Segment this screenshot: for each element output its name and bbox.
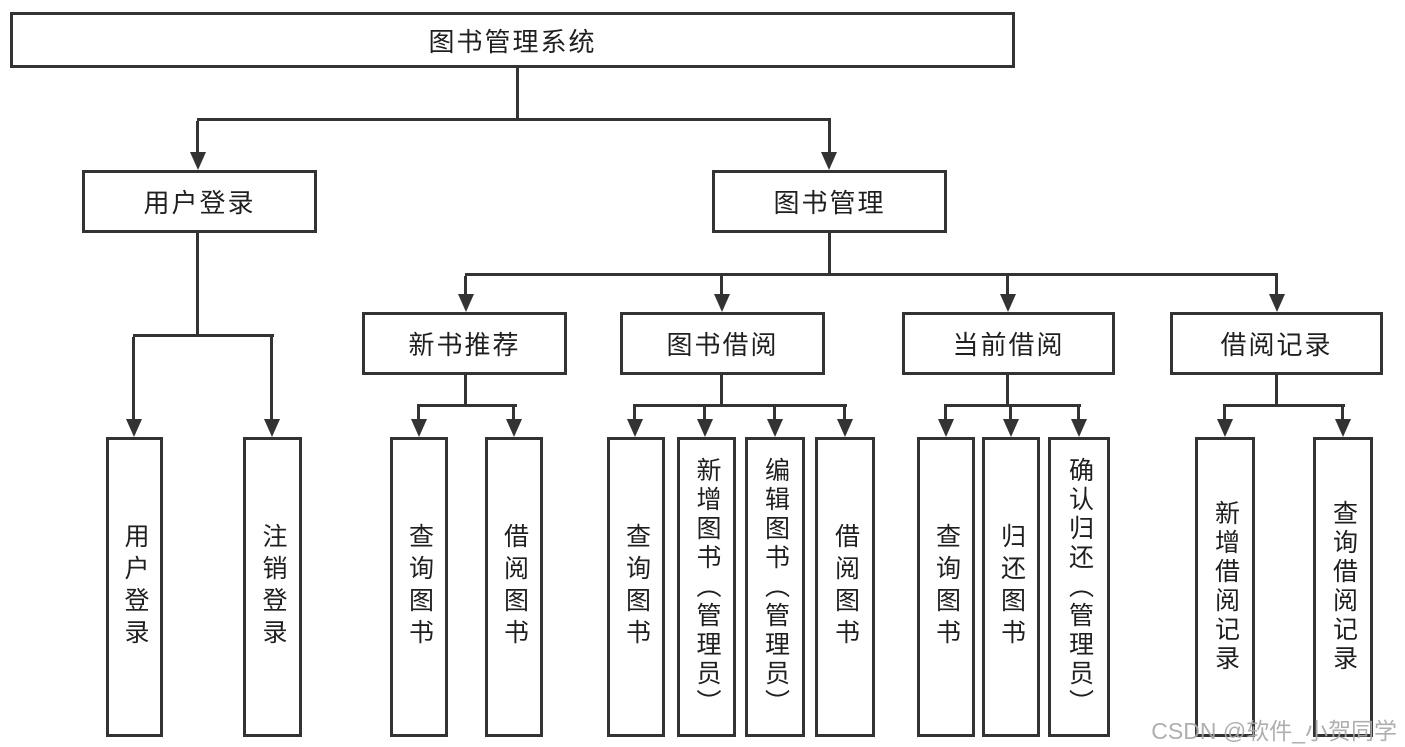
node-borrow-records-label: 借阅记录 bbox=[1220, 330, 1333, 360]
connector-drop-leaf bbox=[1077, 407, 1080, 421]
connector-drop-leaf bbox=[944, 407, 947, 421]
node-current-borrow: 当前借阅 bbox=[902, 312, 1115, 375]
node-new-book-recommend: 新书推荐 bbox=[362, 312, 567, 375]
arrowhead-icon bbox=[190, 152, 206, 170]
leaf-add-books-admin-label: 新增图书（管理员） bbox=[693, 456, 721, 718]
leaf-query-borrow-record: 查询借阅记录 bbox=[1313, 437, 1373, 737]
connector-drop-current-borrow bbox=[1006, 276, 1009, 294]
leaf-logout: 注销登录 bbox=[243, 437, 302, 737]
connector-drop-leaf bbox=[417, 407, 420, 421]
connector-drop-book-borrow bbox=[720, 276, 723, 294]
node-book-borrow: 图书借阅 bbox=[620, 312, 825, 375]
node-root-label: 图书管理系统 bbox=[428, 26, 597, 57]
node-borrow-records: 借阅记录 bbox=[1170, 312, 1383, 375]
connector-root-stem bbox=[516, 68, 519, 121]
leaf-query-books-borrow: 查询图书 bbox=[607, 437, 665, 737]
connector-drop-leaf-logout bbox=[270, 337, 273, 421]
leaf-user-login: 用户登录 bbox=[106, 437, 163, 737]
connector-drop-book-mgmt bbox=[828, 121, 831, 154]
leaf-query-books-recommend: 查询图书 bbox=[390, 437, 448, 737]
csdn-watermark: CSDN @软件_小贺同学 bbox=[1151, 718, 1397, 744]
connector-level3-rail bbox=[465, 273, 1278, 276]
arrowhead-icon bbox=[126, 419, 142, 437]
connector-current-borrow-stem bbox=[1006, 375, 1009, 406]
arrowhead-icon bbox=[627, 419, 643, 437]
connector-drop-leaf-user-login bbox=[132, 337, 135, 421]
arrowhead-icon bbox=[1000, 294, 1016, 312]
connector-recommend-rail bbox=[417, 404, 517, 407]
connector-user-login-stem bbox=[196, 233, 199, 337]
arrowhead-icon bbox=[458, 294, 474, 312]
node-new-book-recommend-label: 新书推荐 bbox=[408, 330, 521, 360]
arrowhead-icon bbox=[1269, 294, 1285, 312]
leaf-user-login-label: 用户登录 bbox=[121, 523, 149, 651]
connector-user-login-rail bbox=[133, 334, 274, 337]
arrowhead-icon bbox=[1071, 419, 1087, 437]
leaf-query-books-borrow-label: 查询图书 bbox=[622, 523, 651, 651]
connector-records-rail bbox=[1223, 404, 1345, 407]
leaf-add-borrow-record-label: 新增借阅记录 bbox=[1211, 500, 1240, 674]
connector-borrow-records-stem bbox=[1275, 375, 1278, 406]
leaf-edit-books-admin: 编辑图书（管理员） bbox=[745, 437, 805, 737]
arrowhead-icon bbox=[767, 419, 783, 437]
node-user-login-label: 用户登录 bbox=[143, 188, 256, 218]
leaf-query-books-recommend-label: 查询图书 bbox=[405, 523, 434, 651]
connector-borrow-rail bbox=[633, 404, 847, 407]
arrowhead-icon bbox=[506, 419, 522, 437]
leaf-borrow-books: 借阅图书 bbox=[815, 437, 875, 737]
arrowhead-icon bbox=[1335, 419, 1351, 437]
leaf-return-books: 归还图书 bbox=[982, 437, 1040, 737]
arrowhead-icon bbox=[697, 419, 713, 437]
connector-drop-leaf bbox=[773, 407, 776, 421]
node-root: 图书管理系统 bbox=[10, 12, 1015, 68]
connector-drop-leaf bbox=[843, 407, 846, 421]
connector-drop-leaf bbox=[1009, 407, 1012, 421]
leaf-return-books-label: 归还图书 bbox=[997, 523, 1026, 651]
leaf-add-books-admin: 新增图书（管理员） bbox=[677, 437, 736, 737]
connector-book-mgmt-stem bbox=[828, 233, 831, 276]
connector-drop-leaf bbox=[1223, 407, 1226, 421]
connector-drop-leaf bbox=[633, 407, 636, 421]
leaf-logout-label: 注销登录 bbox=[259, 523, 287, 651]
node-book-borrow-label: 图书借阅 bbox=[666, 330, 779, 360]
connector-drop-leaf bbox=[1341, 407, 1344, 421]
node-current-borrow-label: 当前借阅 bbox=[952, 330, 1065, 360]
connector-new-book-recommend-stem bbox=[464, 375, 467, 406]
arrowhead-icon bbox=[1003, 419, 1019, 437]
connector-drop-leaf bbox=[703, 407, 706, 421]
leaf-confirm-return-admin: 确认归还（管理员） bbox=[1048, 437, 1110, 737]
node-book-mgmt: 图书管理 bbox=[712, 170, 947, 233]
leaf-query-books-current-label: 查询图书 bbox=[932, 523, 961, 651]
leaf-add-borrow-record: 新增借阅记录 bbox=[1195, 437, 1255, 737]
connector-drop-borrow-records bbox=[1275, 276, 1278, 294]
arrowhead-icon bbox=[411, 419, 427, 437]
arrowhead-icon bbox=[821, 152, 837, 170]
arrowhead-icon bbox=[938, 419, 954, 437]
arrowhead-icon bbox=[837, 419, 853, 437]
connector-level2-rail bbox=[197, 118, 831, 121]
leaf-borrow-books-label: 借阅图书 bbox=[831, 523, 860, 651]
leaf-query-borrow-record-label: 查询借阅记录 bbox=[1329, 500, 1358, 674]
leaf-query-books-current: 查询图书 bbox=[917, 437, 975, 737]
arrowhead-icon bbox=[714, 294, 730, 312]
connector-drop-new-book-recommend bbox=[464, 276, 467, 294]
node-book-mgmt-label: 图书管理 bbox=[773, 188, 886, 218]
connector-drop-user-login bbox=[196, 121, 199, 154]
leaf-edit-books-admin-label: 编辑图书（管理员） bbox=[761, 456, 790, 718]
leaf-confirm-return-admin-label: 确认归还（管理员） bbox=[1065, 456, 1094, 718]
connector-drop-leaf bbox=[512, 407, 515, 421]
arrowhead-icon bbox=[264, 419, 280, 437]
connector-book-borrow-stem bbox=[720, 375, 723, 406]
leaf-borrow-books-recommend-label: 借阅图书 bbox=[500, 523, 529, 651]
arrowhead-icon bbox=[1217, 419, 1233, 437]
leaf-borrow-books-recommend: 借阅图书 bbox=[485, 437, 543, 737]
connector-current-rail bbox=[944, 404, 1081, 407]
node-user-login: 用户登录 bbox=[82, 170, 317, 233]
